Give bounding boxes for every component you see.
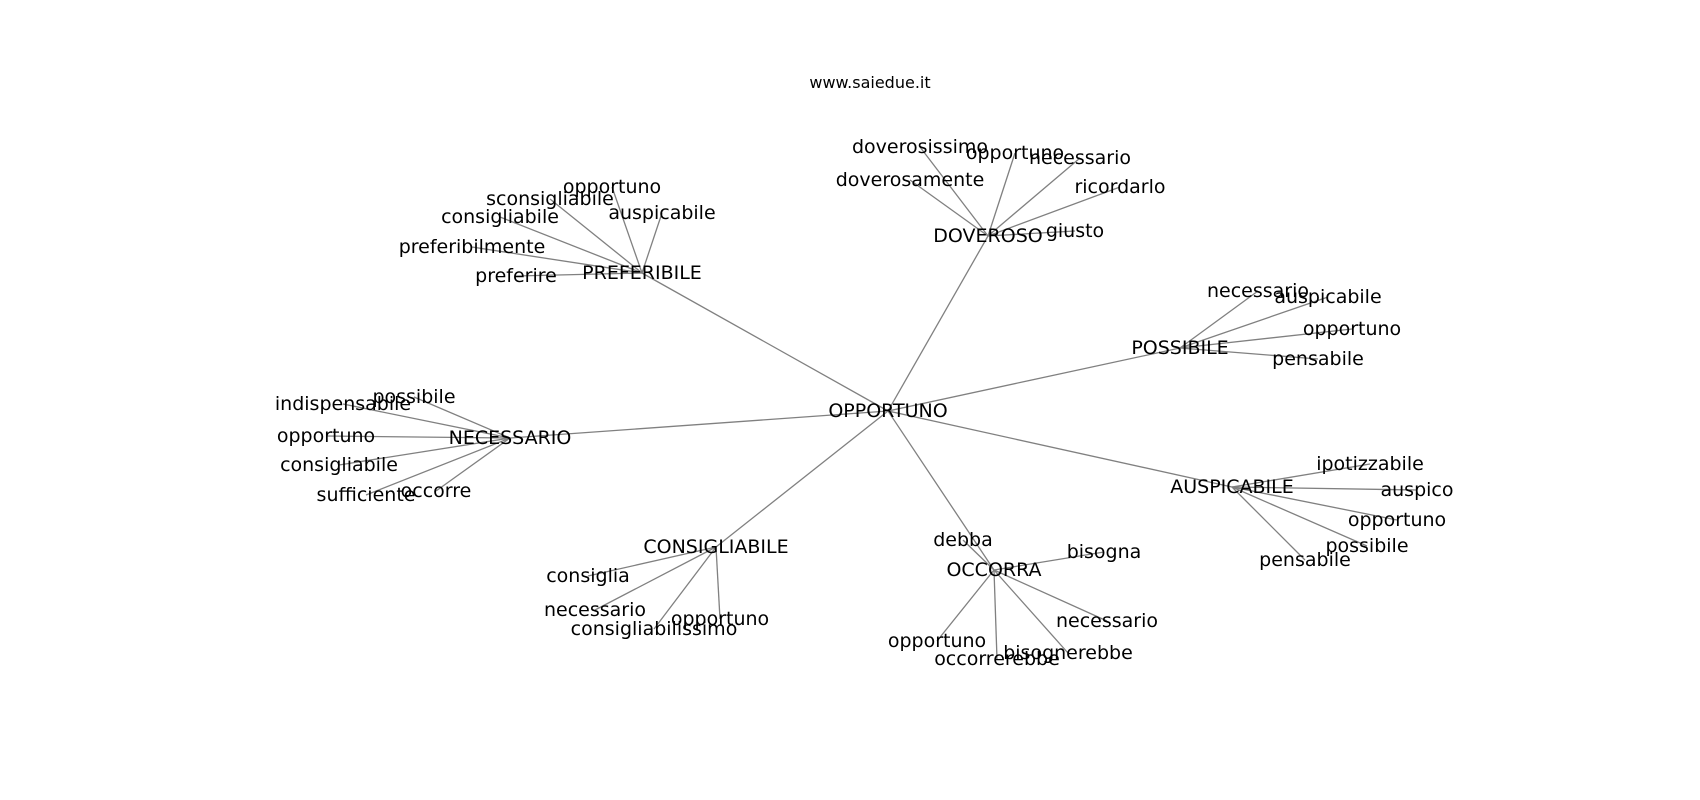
- edge-auspicabile-to-ipotizzabile: [1231, 463, 1371, 488]
- group-node-possibile: POSSIBILE: [1131, 337, 1228, 359]
- edge-root-to-preferibile: [641, 272, 889, 412]
- leaf-node-sconsigliabile: sconsigliabile: [486, 188, 614, 210]
- edge-necessario-to-sufficiente: [365, 437, 511, 496]
- edge-consigliabile-to-necessario: [594, 546, 717, 611]
- site-title: www.saiedue.it: [809, 73, 930, 92]
- leaf-node-necessario: necessario: [544, 599, 646, 621]
- leaf-node-preferire: preferire: [475, 265, 557, 287]
- leaf-node-necessario: necessario: [1207, 280, 1309, 302]
- edge-preferibile-to-preferibilmente: [471, 246, 643, 274]
- leaf-node-consigliabile: consigliabile: [280, 454, 398, 476]
- edge-occorra-to-bisognerebbe: [993, 569, 1069, 654]
- leaf-node-opportuno: opportuno: [1303, 318, 1401, 340]
- leaf-node-giusto: giusto: [1046, 220, 1104, 242]
- edge-auspicabile-to-possibile: [1231, 486, 1368, 547]
- leaf-node-ipotizzabile: ipotizzabile: [1316, 453, 1424, 475]
- edge-auspicabile-to-pensabile: [1231, 486, 1306, 561]
- leaf-node-preferibilmente: preferibilmente: [399, 236, 546, 258]
- edge-auspicabile-to-auspico: [1231, 486, 1418, 491]
- group-node-consigliabile: CONSIGLIABILE: [643, 536, 788, 558]
- edge-occorra-to-occorrerebbe: [993, 569, 998, 660]
- leaf-node-opportuno: opportuno: [563, 176, 661, 198]
- edge-doveroso-to-giusto: [987, 230, 1076, 237]
- edge-preferibile-to-opportuno: [611, 186, 643, 274]
- edge-necessario-to-occorre: [435, 437, 511, 492]
- leaf-node-pensabile: pensabile: [1259, 549, 1351, 571]
- group-node-preferibile: PREFERIBILE: [582, 262, 702, 284]
- leaf-node-bisognerebbe: bisognerebbe: [1003, 642, 1133, 664]
- edge-possibile-to-necessario: [1179, 290, 1259, 349]
- edge-necessario-to-indispensabile: [342, 403, 511, 439]
- leaf-node-bisogna: bisogna: [1067, 541, 1142, 563]
- leaf-node-sufficiente: sufficiente: [317, 484, 416, 506]
- edge-auspicabile-to-opportuno: [1231, 486, 1398, 521]
- edge-doveroso-to-ricordarlo: [987, 186, 1121, 237]
- leaf-node-consigliabilissimo: consigliabilissimo: [571, 618, 738, 640]
- leaf-node-auspicabile: auspicabile: [608, 202, 715, 224]
- group-node-occorra: OCCORRA: [946, 559, 1041, 581]
- edge-preferibile-to-sconsigliabile: [549, 198, 643, 274]
- leaf-node-opportuno: opportuno: [277, 425, 375, 447]
- edge-consigliabile-to-consiglia: [587, 546, 717, 577]
- edge-occorra-to-bisogna: [993, 551, 1105, 571]
- edge-necessario-to-opportuno: [325, 435, 511, 439]
- group-node-doveroso: DOVEROSO: [933, 225, 1042, 247]
- leaf-node-consiglia: consiglia: [546, 565, 630, 587]
- leaf-node-doverosissimo: doverosissimo: [852, 136, 988, 158]
- edge-necessario-to-possibile: [413, 396, 511, 439]
- edge-preferibile-to-auspicabile: [641, 212, 663, 274]
- leaf-node-consigliabile: consigliabile: [441, 206, 559, 228]
- root-node-label: OPPORTUNO: [828, 400, 947, 422]
- leaf-node-opportuno: opportuno: [671, 608, 769, 630]
- edge-possibile-to-auspicabile: [1179, 296, 1329, 349]
- edge-consigliabile-to-consigliabilissimo: [653, 546, 717, 630]
- edge-occorra-to-necessario: [993, 569, 1108, 622]
- edge-occorra-to-debba: [962, 539, 995, 571]
- edge-preferibile-to-preferire: [515, 272, 643, 277]
- leaf-node-auspicabile: auspicabile: [1274, 286, 1381, 308]
- edge-doveroso-to-necessario: [987, 157, 1081, 237]
- edge-possibile-to-opportuno: [1179, 328, 1353, 349]
- leaf-node-opportuno: opportuno: [1348, 509, 1446, 531]
- edge-doveroso-to-doverosamente: [909, 179, 989, 237]
- leaf-node-possibile: possibile: [372, 386, 455, 408]
- edge-root-to-consigliabile: [715, 410, 889, 548]
- leaf-node-occorre: occorre: [401, 480, 472, 502]
- edge-occorra-to-opportuno: [936, 569, 995, 642]
- leaf-node-possibile: possibile: [1325, 535, 1408, 557]
- graph-nodes: OPPORTUNODOVEROSOdoverosissimoopportunon…: [275, 136, 1454, 670]
- graph-edges: [325, 146, 1418, 660]
- leaf-node-ricordarlo: ricordarlo: [1074, 176, 1165, 198]
- leaf-node-necessario: necessario: [1029, 147, 1131, 169]
- leaf-node-auspico: auspico: [1381, 479, 1454, 501]
- edge-preferibile-to-consigliabile: [499, 216, 643, 274]
- leaf-node-debba: debba: [933, 529, 993, 551]
- edge-necessario-to-consigliabile: [338, 437, 511, 466]
- leaf-node-doverosamente: doverosamente: [836, 169, 985, 191]
- leaf-node-opportuno: opportuno: [966, 142, 1064, 164]
- group-node-auspicabile: AUSPICABILE: [1170, 476, 1294, 498]
- edge-root-to-auspicabile: [887, 410, 1233, 488]
- edge-consigliabile-to-opportuno: [715, 546, 721, 620]
- edge-possibile-to-pensabile: [1179, 347, 1319, 360]
- leaf-node-indispensabile: indispensabile: [275, 393, 411, 415]
- leaf-node-pensabile: pensabile: [1272, 348, 1364, 370]
- edge-root-to-occorra: [887, 410, 995, 571]
- edge-root-to-doveroso: [887, 235, 989, 412]
- edge-doveroso-to-opportuno: [987, 152, 1016, 237]
- edge-root-to-possibile: [887, 347, 1181, 412]
- edge-root-to-necessario: [509, 410, 889, 439]
- leaf-node-occorrerebbe: occorrerebbe: [934, 648, 1060, 670]
- group-node-necessario: NECESSARIO: [449, 427, 572, 449]
- edge-doveroso-to-doverosissimo: [919, 146, 989, 237]
- leaf-node-opportuno: opportuno: [888, 630, 986, 652]
- leaf-node-necessario: necessario: [1056, 610, 1158, 632]
